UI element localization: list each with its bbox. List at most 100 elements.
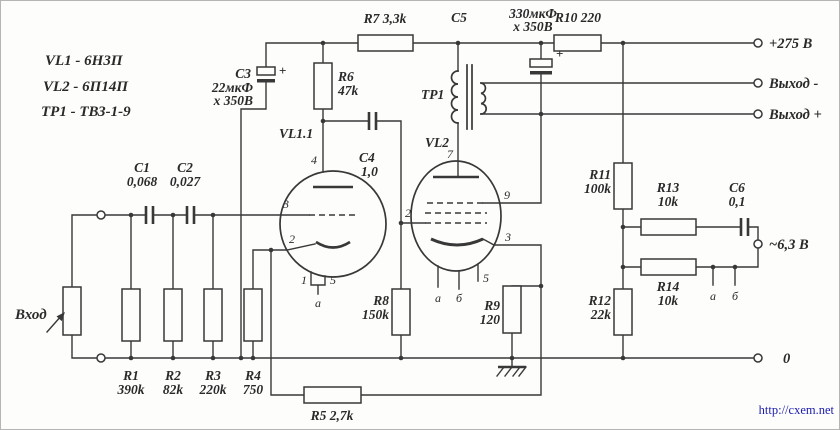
label-tr1: ТР1 <box>421 87 444 102</box>
label-c3-voltage: х 350В <box>213 93 253 108</box>
terminal-output-plus <box>753 109 763 119</box>
label-r4-name: R4 <box>244 368 261 383</box>
resistor-r13-body <box>640 218 697 236</box>
capacitor-c5-electrolytic <box>529 58 553 75</box>
resistor-r8-body <box>391 288 411 336</box>
resistor-r3-body <box>203 288 223 342</box>
capacitor-c6-plates <box>739 218 750 236</box>
label-r3-name: R3 <box>204 368 221 383</box>
transformer-core <box>466 64 473 130</box>
resistor-r9-body <box>502 285 522 334</box>
capacitors <box>144 58 750 236</box>
resistor-r1-body <box>121 288 141 342</box>
resistor-r14-body <box>640 258 697 276</box>
resistors <box>121 34 697 404</box>
label-r13-name: R13 <box>656 180 680 195</box>
resistor-r7-body <box>357 34 414 52</box>
label-r11-value: 100k <box>584 181 611 196</box>
junction-dots <box>128 40 738 361</box>
label-c3-name: C3 <box>235 66 251 81</box>
terminal-heater-6v <box>753 239 763 249</box>
transformer-secondary-winding <box>480 82 487 115</box>
label-r12-name: R12 <box>587 293 611 308</box>
terminal-label-heater: ~6,3 В <box>769 237 809 253</box>
pin-vl2-cathode: 3 <box>504 230 511 244</box>
label-r12-value: 22k <box>590 307 612 322</box>
resistor-r5-body <box>303 386 362 404</box>
potentiometer <box>46 286 82 336</box>
resistor-r2-body <box>163 288 183 342</box>
pin-vl2-heater-a: а <box>435 291 441 305</box>
pin-vl2-g2: 9 <box>504 188 510 202</box>
pin-vl11-cathode: 2 <box>289 232 295 246</box>
note-vl1: VL1 - 6Н3П <box>45 53 124 69</box>
labels: VL1 - 6Н3П VL2 - 6П14П ТР1 - ТВЗ-1-9 R7 … <box>14 6 835 423</box>
label-r8-name: R8 <box>372 293 389 308</box>
terminal-supply-275v <box>753 38 763 48</box>
label-r5: R5 2,7k <box>310 408 354 423</box>
pin-vl11-h2: 5 <box>330 273 336 287</box>
tube-vl2-envelope <box>410 160 502 272</box>
label-c4-value: 1,0 <box>361 164 378 179</box>
label-r14-name: R14 <box>656 279 680 294</box>
label-r7: R7 3,3k <box>363 11 407 26</box>
label-r10: R10 220 <box>554 10 601 25</box>
label-c5-name: C5 <box>451 10 467 25</box>
pin-vl2-heater-b: б <box>456 291 463 305</box>
label-vl2: VL2 <box>425 135 449 150</box>
label-r2-name: R2 <box>164 368 181 383</box>
label-c5-voltage: х 350В <box>512 19 552 34</box>
pin-vl2-h: 5 <box>483 271 489 285</box>
tube-vl11 <box>279 170 387 278</box>
label-r2-value: 82k <box>163 382 184 397</box>
label-c6-name: C6 <box>729 180 745 195</box>
input-label: Вход <box>14 307 47 323</box>
label-r1-name: R1 <box>122 368 139 383</box>
terminal-input-ground <box>96 353 106 363</box>
note-tr1: ТР1 - ТВЗ-1-9 <box>41 104 131 120</box>
label-c6-value: 0,1 <box>729 194 746 209</box>
terminal-zero <box>753 353 763 363</box>
label-r6-name: R6 <box>337 69 354 84</box>
label-c4-name: C4 <box>359 150 375 165</box>
potentiometer-body <box>62 286 82 336</box>
ground-symbol <box>496 365 527 377</box>
terminal-output-minus <box>753 78 763 88</box>
capacitor-c4-plates <box>367 112 378 130</box>
resistor-r12-body <box>613 288 633 336</box>
resistor-r11-body <box>613 162 633 210</box>
tube-vl2-cathode <box>430 237 484 247</box>
cxem-link: http://cxem.net <box>759 403 835 417</box>
capacitor-c3-electrolytic <box>256 66 276 83</box>
label-r13-value: 10k <box>658 194 679 209</box>
terminals <box>96 38 763 363</box>
note-vl2: VL2 - 6П14П <box>43 79 129 95</box>
pin-vl11-grid: 3 <box>282 197 289 211</box>
label-c2-value: 0,027 <box>170 174 202 189</box>
label-c3-value: 22мкФ <box>211 80 254 95</box>
terminal-input-signal <box>96 210 106 220</box>
label-r14-value: 10k <box>658 293 679 308</box>
terminal-label-out-minus: Выход - <box>768 76 818 92</box>
label-c1-name: C1 <box>134 160 150 175</box>
label-c5-value: 330мкФ <box>508 6 557 21</box>
label-r3-value: 220k <box>199 382 227 397</box>
label-r9-value: 120 <box>480 312 501 327</box>
potentiometer-arrow-icon <box>56 312 65 322</box>
label-r4-value: 750 <box>243 382 264 397</box>
c5-polarity-mark: + <box>556 46 563 61</box>
terminal-label-supply: +275 В <box>769 36 813 52</box>
c3-polarity-mark: + <box>279 63 286 78</box>
pin-vl11-h1: 1 <box>301 273 307 287</box>
label-r1-value: 390k <box>117 382 145 397</box>
transformer-tr1 <box>450 64 487 130</box>
resistor-r4-body <box>243 288 263 342</box>
terminal-label-out-plus: Выход + <box>768 107 822 123</box>
tube-vl11-cathode <box>315 240 351 249</box>
capacitor-c2-plates <box>185 206 196 224</box>
heater-point-b: б <box>732 289 739 303</box>
pin-vl11-heater-tap: а <box>315 296 321 310</box>
terminal-label-zero: 0 <box>783 351 790 367</box>
